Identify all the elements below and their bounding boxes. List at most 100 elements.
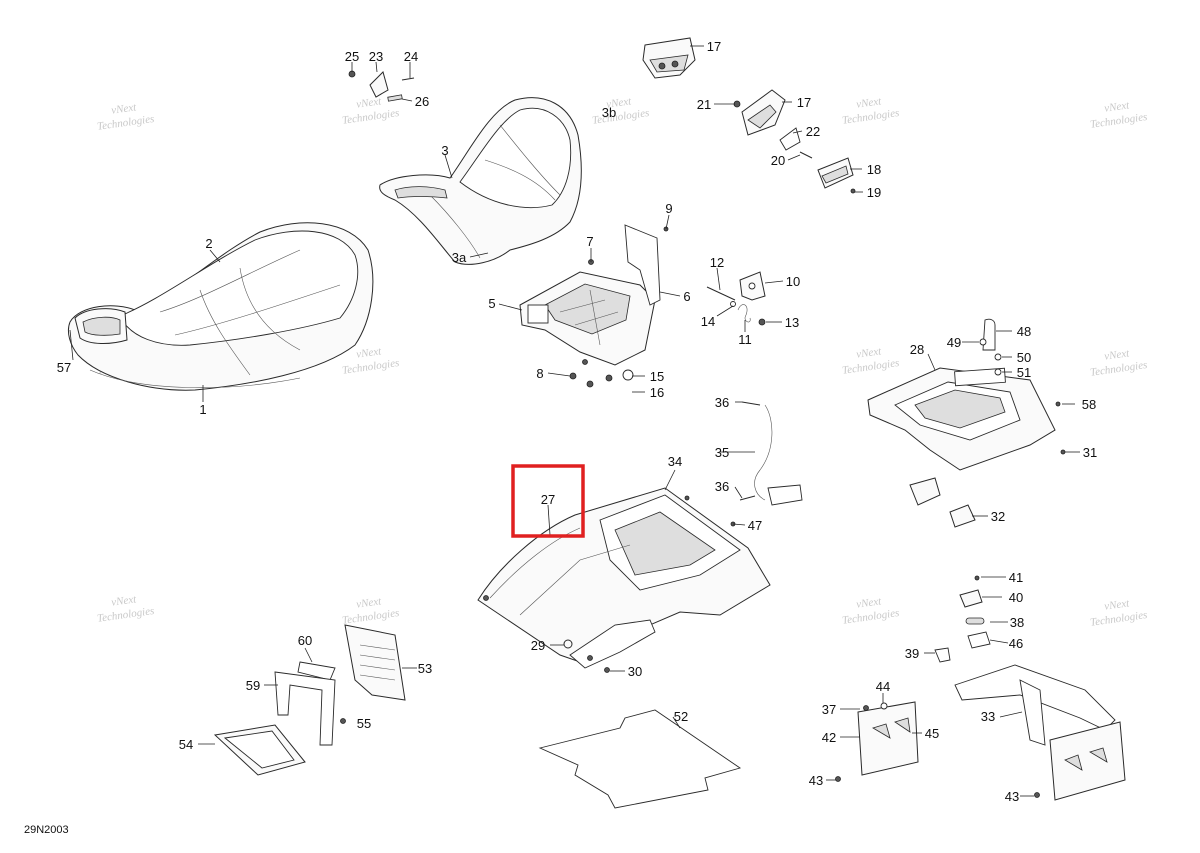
- svg-text:Technologies: Technologies: [341, 357, 400, 377]
- svg-text:vNext: vNext: [1104, 99, 1131, 114]
- svg-text:Technologies: Technologies: [841, 357, 900, 377]
- callout-43-right: 43: [1005, 789, 1019, 804]
- plate-part-6: [624, 224, 669, 306]
- callout-52: 52: [674, 709, 688, 724]
- callout-34: 34: [668, 454, 682, 469]
- callout-21: 21: [697, 97, 711, 112]
- svg-text:vNext: vNext: [1104, 597, 1131, 612]
- callout-53: 53: [418, 661, 432, 676]
- rear-bumper-frame: [954, 664, 1126, 801]
- callout-18: 18: [867, 162, 881, 177]
- callout-45: 45: [925, 726, 939, 741]
- callout-48: 48: [1017, 324, 1031, 339]
- tray-bracket-assembly: [213, 624, 406, 776]
- highlight-box: [511, 464, 585, 538]
- callout-54: 54: [179, 737, 193, 752]
- callout-46: 46: [1009, 636, 1023, 651]
- latch-plate-assembly: [835, 575, 991, 782]
- svg-text:vNext: vNext: [856, 95, 883, 110]
- callout-13: 13: [785, 315, 799, 330]
- watermark: vNext Technologies: [591, 95, 650, 127]
- svg-text:Technologies: Technologies: [341, 107, 400, 127]
- watermark: vNext Technologies: [96, 593, 155, 625]
- callout-41: 41: [1009, 570, 1023, 585]
- callout-7: 7: [586, 234, 593, 249]
- svg-text:Technologies: Technologies: [841, 607, 900, 627]
- floor-mat: [538, 709, 742, 809]
- callout-27[interactable]: 27: [541, 492, 555, 507]
- callout-32: 32: [991, 509, 1005, 524]
- callout-14: 14: [701, 314, 715, 329]
- callout-25: 25: [345, 49, 359, 64]
- callout-2: 2: [205, 236, 212, 251]
- watermarks: vNext Technologies vNext Technologies vN…: [96, 95, 1148, 629]
- svg-text:Technologies: Technologies: [341, 607, 400, 627]
- watermark: vNext Technologies: [341, 595, 400, 627]
- callout-16: 16: [650, 385, 664, 400]
- callout-49: 49: [947, 335, 961, 350]
- callout-26: 26: [415, 94, 429, 109]
- callout-33: 33: [981, 709, 995, 724]
- callout-17-top: 17: [707, 39, 721, 54]
- small-hardware-23-26: [348, 70, 415, 102]
- rack-plate: [867, 318, 1066, 528]
- callout-3: 3: [441, 143, 448, 158]
- svg-text:vNext: vNext: [111, 101, 138, 116]
- callout-36-mid: 36: [715, 479, 729, 494]
- callout-22: 22: [806, 124, 820, 139]
- watermark: vNext Technologies: [841, 595, 900, 627]
- callout-12: 12: [710, 255, 724, 270]
- rear-storage-tub: [477, 487, 771, 673]
- cable-assembly: [739, 401, 803, 506]
- svg-text:Technologies: Technologies: [1089, 111, 1148, 131]
- watermark: vNext Technologies: [1089, 347, 1148, 379]
- svg-text:Technologies: Technologies: [96, 605, 155, 625]
- callout-28: 28: [910, 342, 924, 357]
- callout-60: 60: [298, 633, 312, 648]
- callout-3a: 3a: [452, 250, 467, 265]
- watermark: vNext Technologies: [96, 101, 155, 133]
- callout-58: 58: [1082, 397, 1096, 412]
- callout-leaders: [69, 45, 1080, 797]
- callout-24: 24: [404, 49, 418, 64]
- callout-42: 42: [822, 730, 836, 745]
- callout-19: 19: [867, 185, 881, 200]
- callout-11: 11: [738, 332, 752, 347]
- svg-text:vNext: vNext: [1104, 347, 1131, 362]
- callout-57: 57: [57, 360, 71, 375]
- callout-36-top: 36: [715, 395, 729, 410]
- callout-23: 23: [369, 49, 383, 64]
- svg-text:Technologies: Technologies: [591, 107, 650, 127]
- watermark: vNext Technologies: [841, 95, 900, 127]
- grab-handle-assembly: [642, 37, 856, 194]
- svg-text:vNext: vNext: [856, 595, 883, 610]
- svg-text:Technologies: Technologies: [1089, 609, 1148, 629]
- passenger-seat: [379, 97, 582, 265]
- callout-40: 40: [1009, 590, 1023, 605]
- callout-38: 38: [1010, 615, 1024, 630]
- callout-10: 10: [786, 274, 800, 289]
- callout-1: 1: [199, 402, 206, 417]
- callout-30: 30: [628, 664, 642, 679]
- svg-text:vNext: vNext: [856, 345, 883, 360]
- diagram-code: 29N2003: [24, 824, 69, 836]
- main-seat: [67, 222, 374, 391]
- callout-59: 59: [246, 678, 260, 693]
- svg-text:Technologies: Technologies: [841, 107, 900, 127]
- callout-43-left: 43: [809, 773, 823, 788]
- watermark: vNext Technologies: [1089, 597, 1148, 629]
- callout-17-mid: 17: [797, 95, 811, 110]
- watermark: vNext Technologies: [1089, 99, 1148, 131]
- callout-29: 29: [531, 638, 545, 653]
- callout-51: 51: [1017, 365, 1031, 380]
- svg-text:vNext: vNext: [356, 595, 383, 610]
- callout-44: 44: [876, 679, 890, 694]
- seat-base-bracket: [519, 259, 656, 388]
- svg-text:Technologies: Technologies: [96, 113, 155, 133]
- svg-text:vNext: vNext: [356, 95, 383, 110]
- svg-text:vNext: vNext: [606, 95, 633, 110]
- callout-20: 20: [771, 153, 785, 168]
- callout-31: 31: [1083, 445, 1097, 460]
